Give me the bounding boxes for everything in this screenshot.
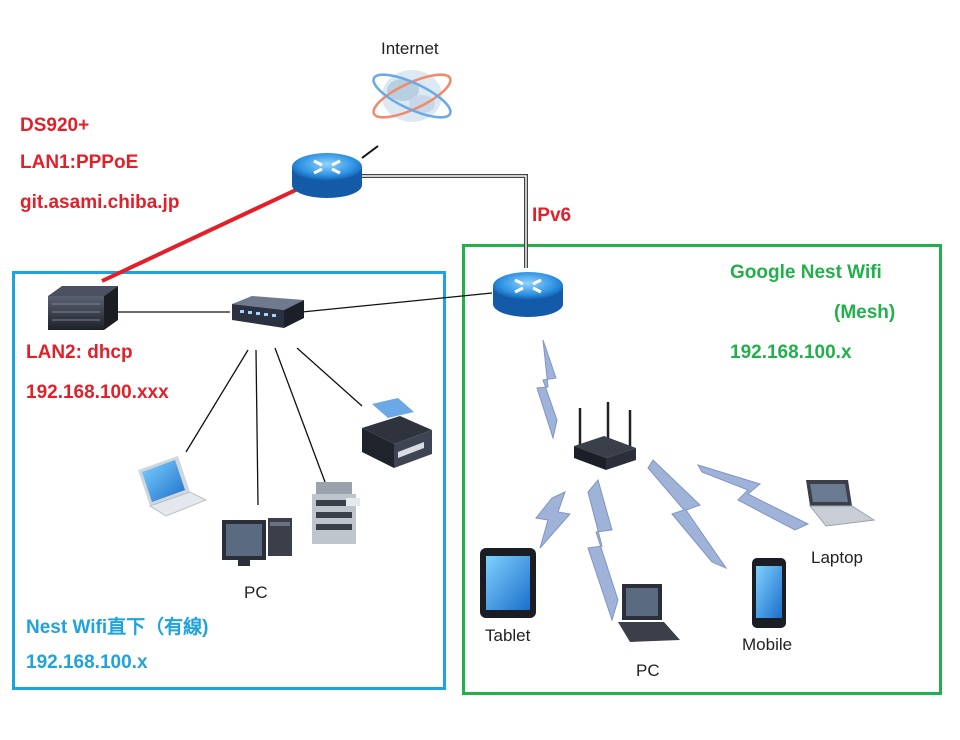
ds-lan1-label: LAN1:PPPoE [20, 152, 139, 173]
wireless-ap-icon [574, 402, 636, 470]
switch-icon [232, 296, 304, 328]
printer-icon [362, 398, 432, 468]
laptop-label: Laptop [811, 548, 863, 567]
desktop-pc-icon [618, 584, 680, 642]
wireless-link-icon [647, 459, 728, 570]
switch-router-link [301, 292, 493, 313]
lan2-label: LAN2: dhcp [26, 342, 133, 363]
wireless-link-icon [535, 491, 571, 549]
wireless-link-icon [536, 339, 558, 440]
internet-link [361, 145, 379, 159]
mobile-label: Mobile [742, 635, 793, 654]
laptop-icon [806, 480, 876, 527]
router-icon [493, 272, 563, 317]
lan2-ip-label: 192.168.100.xxx [26, 382, 169, 403]
desktop-pc-icon [222, 518, 292, 566]
google-ip-label: 192.168.100.x [730, 342, 852, 363]
router-icon [292, 153, 362, 198]
internet-label: Internet [381, 39, 439, 58]
tablet-label: Tablet [485, 626, 531, 645]
wireless-link-icon [587, 478, 619, 622]
pppoe-link [101, 186, 301, 283]
google-nest-wifi-zone [462, 244, 942, 695]
tablet-icon [480, 548, 536, 618]
ipv6-label: IPv6 [532, 205, 572, 226]
pc-wireless-label: PC [636, 661, 660, 680]
globe-icon [372, 70, 452, 122]
wired-title-label: Nest Wifi直下（有線) [26, 617, 209, 638]
wireless-link-icon [696, 464, 810, 531]
switch-laptop-link [185, 349, 249, 453]
switch-pc-link [255, 349, 259, 506]
ds-name-label: DS920+ [20, 115, 90, 136]
ds-host-label: git.asami.chiba.jp [20, 192, 180, 213]
google-title-label: Google Nest Wifi [730, 262, 882, 283]
pc-wired-label: PC [244, 583, 268, 602]
nas-server-icon [48, 286, 118, 330]
switch-copier-link [274, 347, 326, 483]
ipv6-link-inner [362, 175, 527, 268]
laptop-icon [138, 456, 208, 517]
switch-printer-link [296, 347, 363, 407]
ipv6-link-outer [362, 174, 528, 268]
google-mesh-label: (Mesh) [834, 302, 896, 323]
mobile-phone-icon [752, 558, 786, 628]
copier-icon [312, 482, 360, 544]
wired-ip-label: 192.168.100.x [26, 652, 148, 673]
wired-network-zone [12, 271, 446, 690]
